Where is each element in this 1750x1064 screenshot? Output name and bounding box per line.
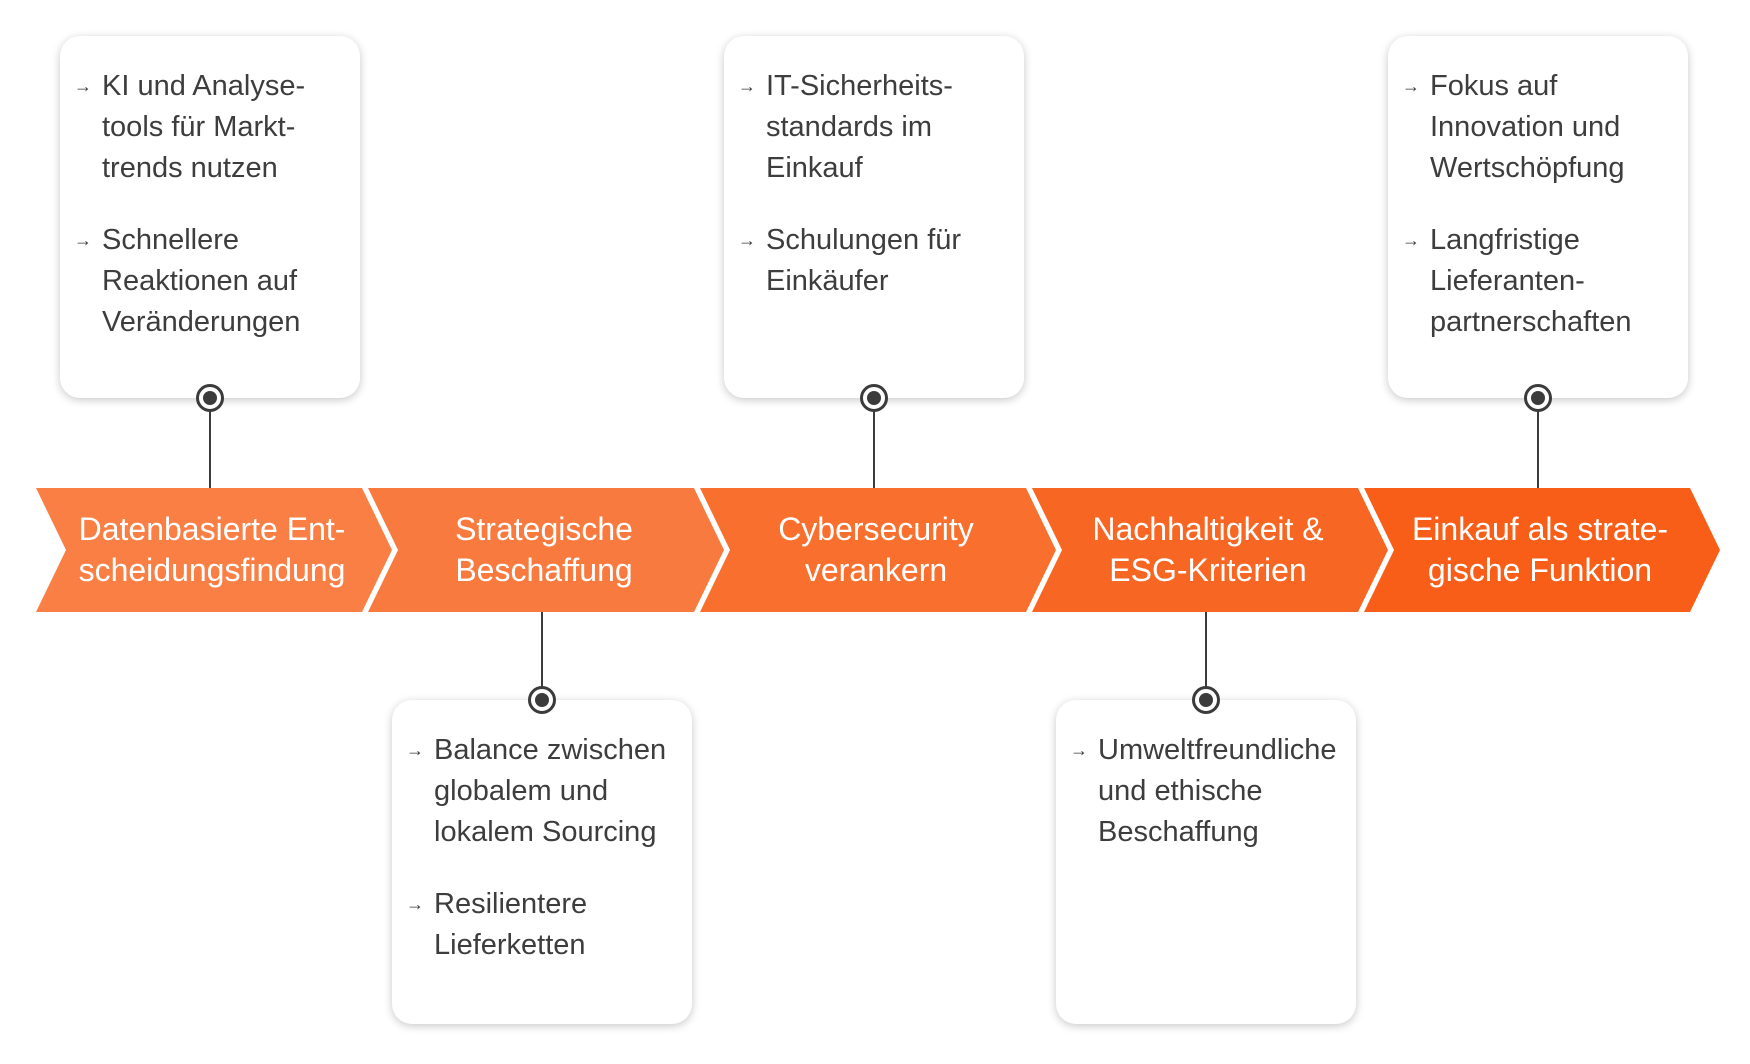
bullet-item: → Resilientere Lieferketten <box>406 884 678 966</box>
chevron-1 <box>36 488 392 612</box>
chevron-2 <box>368 488 724 612</box>
connector-line <box>1205 612 1207 700</box>
bullet-item: → Balance zwischen globalem und lokalem S… <box>406 730 678 853</box>
connector-line <box>1537 398 1539 488</box>
stage-card-1: → KI und Analyse- tools für Markt- trends… <box>60 36 360 398</box>
bullet-item: → Fokus auf Innovation und Wertschöpfung <box>1402 66 1674 189</box>
bullet-text: Schulungen für Einkäufer <box>766 224 962 297</box>
bullet-item: → IT-Sicherheits- standards im Einkauf <box>738 66 1010 189</box>
bullet-text: Schnellere Reaktionen auf Veränderungen <box>102 224 301 338</box>
bullet-item: → Schulungen für Einkäufer <box>738 220 1010 302</box>
arrow-right-icon: → <box>1070 740 1088 760</box>
arrow-right-icon: → <box>738 230 756 250</box>
stage-title-4: Nachhaltigkeit & ESG-Kriterien <box>1092 511 1324 588</box>
stage-card-4: → Umweltfreundliche und ethische Beschaff… <box>1056 700 1356 1024</box>
arrow-right-icon: → <box>74 230 92 250</box>
arrow-right-icon: → <box>74 76 92 96</box>
target-circle-icon <box>528 686 556 714</box>
bullet-text: KI und Analyse- tools für Markt- trends … <box>102 70 306 184</box>
target-circle-icon <box>1192 686 1220 714</box>
target-circle-icon <box>1524 384 1552 412</box>
bullet-item: → KI und Analyse- tools für Markt- trends… <box>74 66 346 189</box>
bullet-item: → Umweltfreundliche und ethische Beschaff… <box>1070 730 1342 853</box>
bullet-item: → Schnellere Reaktionen auf Veränderungen <box>74 220 346 343</box>
stage-title-3: Cybersecurity verankern <box>778 511 974 588</box>
chevron-5 <box>1364 488 1720 612</box>
bullet-item: → Langfristige Lieferanten- partnerschaft… <box>1402 220 1674 343</box>
stage-card-3: → IT-Sicherheits- standards im Einkauf → Sc… <box>724 36 1024 398</box>
arrow-right-icon: → <box>406 894 424 914</box>
arrow-right-icon: → <box>406 740 424 760</box>
bullet-text: Resilientere Lieferketten <box>434 888 588 961</box>
stage-card-2: → Balance zwischen globalem und lokalem S… <box>392 700 692 1024</box>
connector-line <box>209 398 211 488</box>
stage-card-5: →Fokus auf Innovation und Wertschöpfung→… <box>1388 36 1688 398</box>
bullet-text: Fokus auf Innovation und Wertschöpfung <box>1430 70 1625 184</box>
arrow-right-icon: → <box>1402 230 1420 250</box>
target-circle-icon <box>196 384 224 412</box>
stage-title-2: Strategische Beschaffung <box>455 511 633 588</box>
bullet-text: Balance zwischen globalem und lokalem So… <box>434 734 667 848</box>
connector-line <box>541 612 543 700</box>
bullet-text: IT-Sicherheits- standards im Einkauf <box>766 70 953 184</box>
target-circle-icon <box>860 384 888 412</box>
chevron-3 <box>700 488 1056 612</box>
bullet-text: Umweltfreundliche und ethische Beschaffu… <box>1098 734 1337 848</box>
stage-title-5: Einkauf als strate- gische Funktion <box>1411 511 1669 588</box>
arrow-right-icon: → <box>738 76 756 96</box>
connector-line <box>873 398 875 488</box>
chevron-4 <box>1032 488 1388 612</box>
bullet-text: Langfristige Lieferanten- partnerschafte… <box>1430 224 1632 338</box>
stage-title-1: Datenbasierte Ent- scheidungsfindung <box>78 511 346 588</box>
arrow-right-icon: → <box>1402 76 1420 96</box>
